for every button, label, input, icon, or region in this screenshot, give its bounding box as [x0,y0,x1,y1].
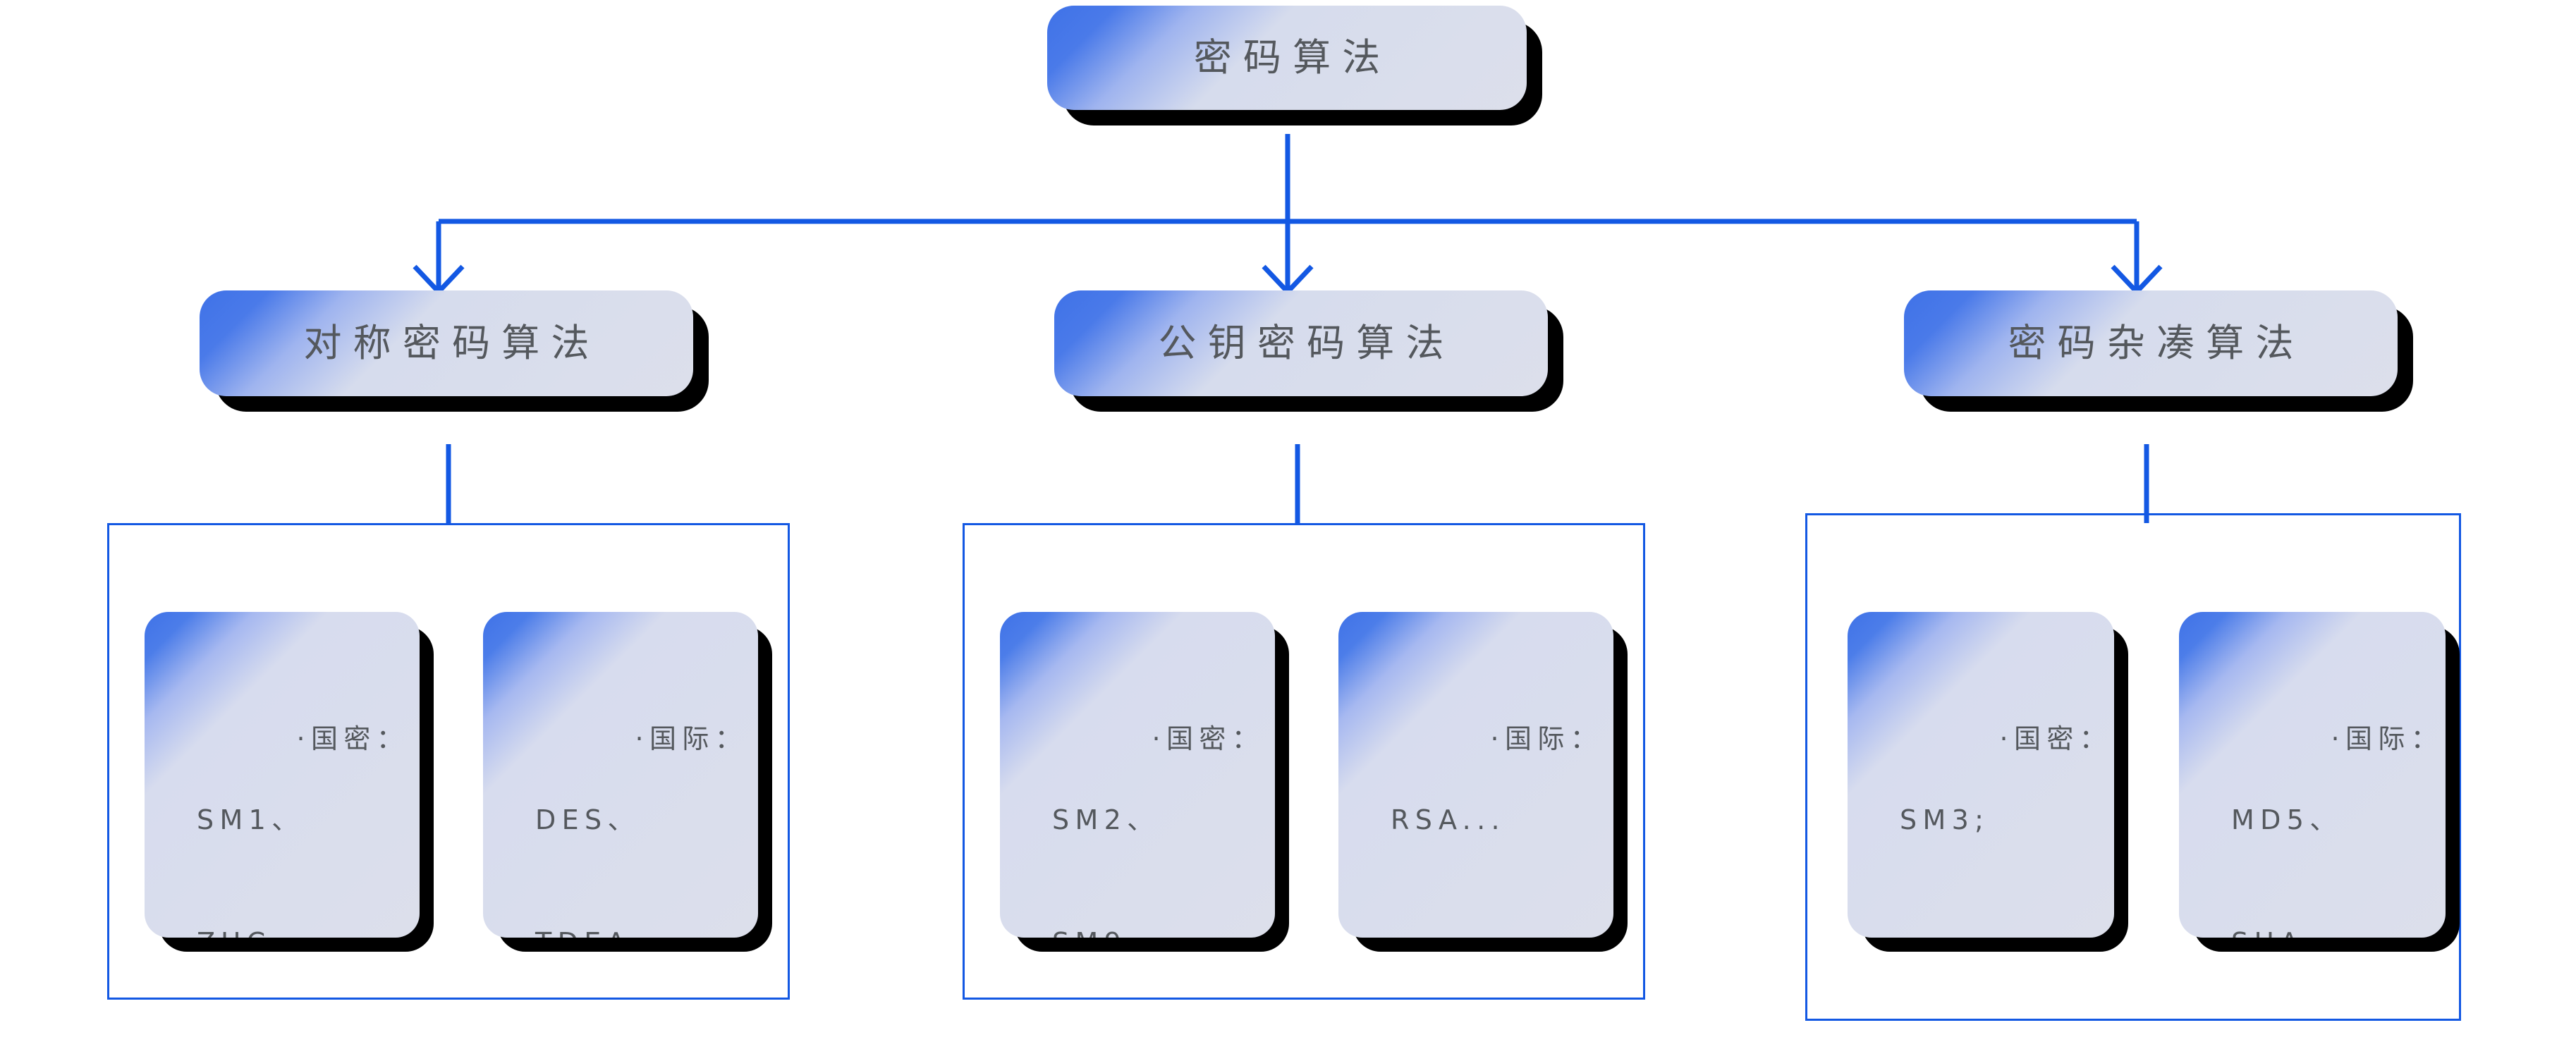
leaf-line: SM1、 [197,804,305,836]
leaf-text: ·国际： MD5、 SHA... [2179,678,2443,938]
leaf-text: ·国密： SM1、 ZUC、 SM4、 SM7; [145,678,409,938]
leaf-card-1-2[interactable]: ·国际： DES、 TDEA、 AES... [483,612,772,952]
leaf-bullet-heading: ·国际： [1490,723,1604,754]
leaf-card-2-1[interactable]: ·国密： SM2、 SM9; [1000,612,1289,952]
node-branch-2-label: 公钥密码算法 [1158,321,1455,365]
card-face: ·国际： DES、 TDEA、 AES... [483,612,758,938]
node-branch-1-label: 对称密码算法 [303,321,601,365]
leaf-line: ZUC、 [181,923,409,938]
leaf-bullet-heading: ·国际： [2331,723,2444,754]
leaf-line: SM2、 [1052,804,1160,836]
leaf-text: ·国际： DES、 TDEA、 AES... [483,678,747,938]
leaf-bullet-heading: ·国密： [1152,723,1265,754]
card-face: 对称密码算法 [200,290,693,396]
leaf-line: DES、 [535,804,640,836]
card-face: 公钥密码算法 [1054,290,1548,396]
arrowhead-branch-2 [1262,264,1314,296]
leaf-text: ·国密： SM3; [1848,678,2112,923]
node-root-label: 密码算法 [1193,35,1392,80]
leaf-line: SM3; [1900,804,1990,836]
leaf-card-2-2[interactable]: ·国际： RSA... [1338,612,1628,952]
leaf-text: ·国际： RSA... [1338,678,1603,923]
card-face: ·国密： SM1、 ZUC、 SM4、 SM7; [145,612,420,938]
leaf-card-1-1[interactable]: ·国密： SM1、 ZUC、 SM4、 SM7; [145,612,434,952]
node-branch-2[interactable]: 公钥密码算法 [1054,290,1563,412]
leaf-line: MD5、 [2231,804,2343,836]
arrowhead-branch-1 [413,264,465,296]
leaf-line: SM9; [1037,923,1264,938]
group-container-2 [963,523,1645,1000]
node-root[interactable]: 密码算法 [1047,6,1542,125]
leaf-line: SHA... [2216,923,2443,938]
leaf-bullet-heading: ·国密： [296,723,410,754]
group-container-1 [107,523,790,1000]
card-face: ·国际： MD5、 SHA... [2179,612,2446,938]
leaf-line: TDEA、 [520,923,747,938]
leaf-card-3-1[interactable]: ·国密： SM3; [1848,612,2128,952]
card-face: 密码杂凑算法 [1904,290,2398,396]
card-face: ·国密： SM2、 SM9; [1000,612,1275,938]
card-face: ·国际： RSA... [1338,612,1613,938]
card-face: 密码算法 [1047,6,1527,110]
leaf-bullet-heading: ·国际： [635,723,748,754]
card-face: ·国密： SM3; [1848,612,2114,938]
node-branch-3-label: 密码杂凑算法 [2008,321,2305,365]
leaf-bullet-heading: ·国密： [1999,723,2113,754]
node-branch-1[interactable]: 对称密码算法 [200,290,709,412]
arrowhead-branch-3 [2111,264,2163,296]
node-branch-3[interactable]: 密码杂凑算法 [1904,290,2413,412]
leaf-text: ·国密： SM2、 SM9; [1000,678,1264,938]
leaf-line: RSA... [1391,804,1506,836]
leaf-card-3-2[interactable]: ·国际： MD5、 SHA... [2179,612,2460,952]
group-container-3 [1805,513,2461,1021]
